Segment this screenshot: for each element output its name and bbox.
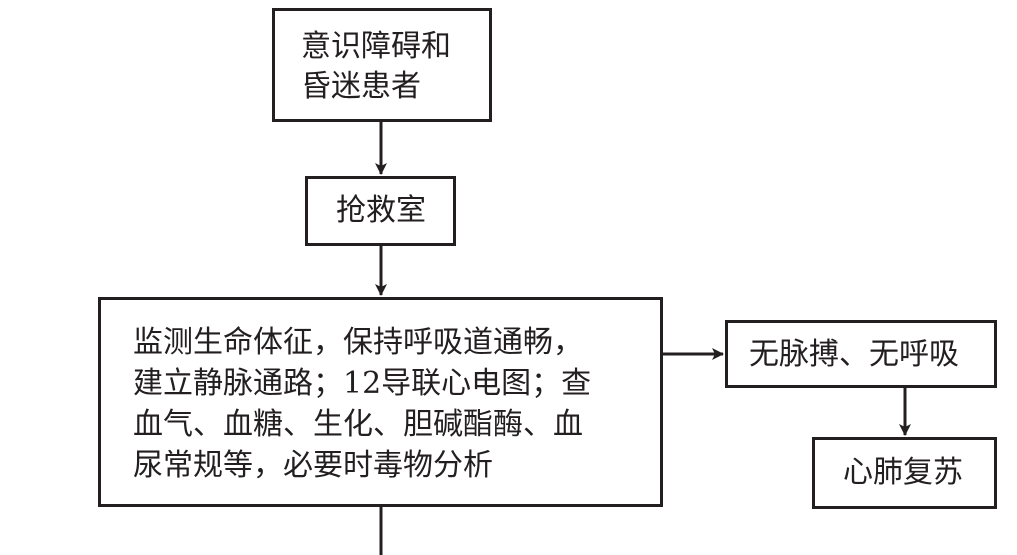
- node-text-line: 血气、血糖、生化、胆碱酯酶、血: [133, 407, 583, 442]
- node-text-line: 建立静脉通路；12导联心电图；查: [133, 366, 592, 401]
- node-text-line: 监测生命体征，保持呼吸道通畅，: [133, 325, 583, 360]
- node-text-line: 昏迷患者: [301, 69, 421, 104]
- node-text-line: 尿常规等，必要时毒物分析: [133, 448, 493, 483]
- node-no-pulse-no-breathing: 无脉搏、无呼吸: [725, 320, 997, 388]
- node-emergency-room: 抢救室: [305, 176, 456, 246]
- node-text-line: 无脉搏、无呼吸: [749, 337, 959, 372]
- node-cpr: 心肺复苏: [812, 437, 997, 509]
- node-text-line: 意识障碍和: [301, 29, 451, 64]
- node-monitoring-and-tests: 监测生命体征，保持呼吸道通畅， 建立静脉通路；12导联心电图；查 血气、血糖、生…: [98, 297, 663, 507]
- node-text-line: 心肺复苏: [843, 455, 963, 490]
- node-text-line: 抢救室: [336, 193, 426, 228]
- node-coma-patients: 意识障碍和 昏迷患者: [272, 8, 492, 122]
